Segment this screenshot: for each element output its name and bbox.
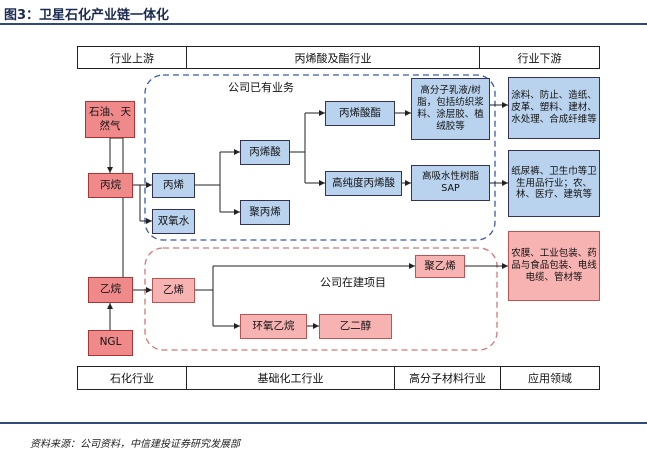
header-upstream: 行业上游 [77, 46, 187, 69]
node-hp-acrylic-acid: 高纯度丙烯酸 [325, 171, 402, 196]
node-ethylene: 乙烯 [152, 278, 195, 303]
node-propane: 丙烷 [88, 173, 133, 198]
node-ethane: 乙烷 [88, 277, 133, 303]
building-project-outline [144, 247, 498, 351]
node-app-film: 农膜、工业包装、药品与食品包装、电线电缆、管材等 [508, 231, 600, 301]
node-pe: 聚乙烯 [415, 255, 465, 278]
header-downstream: 行业下游 [479, 46, 600, 69]
footer-polymer: 高分子材料行业 [394, 366, 501, 390]
node-acrylate: 丙烯酸酯 [325, 101, 395, 126]
node-sap: 高吸水性树脂SAP [411, 165, 490, 201]
node-eo: 环氧乙烷 [240, 314, 307, 339]
footer-application: 应用领域 [500, 366, 600, 390]
group-label-existing: 公司已有业务 [228, 81, 294, 94]
footer-basic-chemical: 基础化工行业 [186, 366, 395, 390]
existing-business-outline [144, 74, 496, 241]
node-polypropylene: 聚丙烯 [240, 200, 290, 225]
node-app-coatings: 涂料、防止、造纸、皮革、塑料、建材、水处理、合成纤维等 [508, 77, 600, 139]
figure-title: 图3：卫星石化产业链一体化 [4, 8, 170, 23]
top-rule [0, 23, 647, 25]
node-acrylic-acid: 丙烯酸 [240, 140, 290, 165]
group-label-building: 公司在建项目 [320, 276, 386, 289]
node-polymer-emulsion: 高分子乳液/树脂，包括纺织浆料、涂层胶、植绒胶等 [411, 78, 490, 140]
node-eg: 乙二醇 [319, 314, 392, 339]
bottom-rule [0, 422, 647, 424]
node-app-diapers: 纸尿裤、卫生巾等卫生用品行业；农、林、医疗、建筑等 [508, 150, 600, 217]
node-ngl: NGL [88, 330, 133, 356]
node-propylene: 丙烯 [152, 173, 195, 198]
source-note: 资料来源：公司资料，中信建投证券研究发展部 [30, 439, 240, 450]
footer-petrochemical: 石化行业 [77, 366, 187, 390]
node-oil-gas: 石油、天然气 [85, 101, 135, 138]
node-hydrogen-peroxide: 双氧水 [152, 209, 195, 234]
header-acrylic: 丙烯酸及酯行业 [186, 46, 480, 69]
